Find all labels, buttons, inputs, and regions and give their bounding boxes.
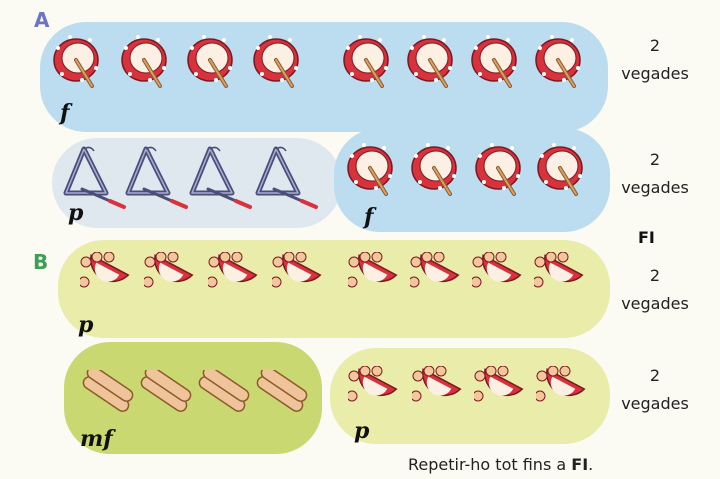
drum-icon <box>474 142 544 204</box>
row1-repeat: 2 vegades <box>610 32 700 88</box>
claves-icon <box>78 370 140 422</box>
section-a-label: A <box>34 8 49 32</box>
row2-left-dynamic: p <box>68 200 83 226</box>
tambourine-icon <box>348 252 404 304</box>
tambourine-icon <box>536 366 592 418</box>
drum-icon <box>346 142 416 204</box>
repeat-word: vegades <box>610 290 700 318</box>
tambourine-icon <box>272 252 328 304</box>
drum-icon <box>252 34 322 96</box>
footer-instruction: Repetir-ho tot fins a FI. <box>408 455 593 474</box>
drum-icon <box>406 34 476 96</box>
drum-icon <box>470 34 540 96</box>
repeat-word: vegades <box>610 390 700 418</box>
claves-icon <box>136 370 198 422</box>
row3-repeat: 2 vegades <box>610 262 700 318</box>
tambourine-icon <box>534 252 590 304</box>
triangle-icon <box>188 145 258 215</box>
claves-icon <box>252 370 314 422</box>
row2-repeat: 2 vegades <box>610 146 700 202</box>
tambourine-icon <box>474 366 530 418</box>
repeat-count: 2 <box>610 362 700 390</box>
row3-dynamic: p <box>78 312 93 338</box>
triangle-icon <box>254 145 324 215</box>
drum-icon <box>536 142 606 204</box>
drum-icon <box>52 34 122 96</box>
row1-dynamic: f <box>60 100 69 126</box>
tambourine-icon <box>144 252 200 304</box>
repeat-count: 2 <box>610 262 700 290</box>
tambourine-icon <box>410 252 466 304</box>
drum-icon <box>534 34 604 96</box>
section-b-label: B <box>33 250 48 274</box>
repeat-count: 2 <box>610 32 700 60</box>
triangle-icon <box>124 145 194 215</box>
fi-mark: FI <box>638 228 655 247</box>
row4-right-dynamic: p <box>354 418 369 444</box>
drum-icon <box>410 142 480 204</box>
row4-repeat: 2 vegades <box>610 362 700 418</box>
drum-icon <box>342 34 412 96</box>
row2-right-dynamic: f <box>364 204 373 230</box>
tambourine-icon <box>472 252 528 304</box>
drum-icon <box>120 34 190 96</box>
tambourine-icon <box>348 366 404 418</box>
tambourine-icon <box>412 366 468 418</box>
drum-icon <box>186 34 256 96</box>
repeat-count: 2 <box>610 146 700 174</box>
tambourine-icon <box>80 252 136 304</box>
repeat-word: vegades <box>610 60 700 88</box>
row4-left-dynamic: mf <box>80 426 113 452</box>
tambourine-icon <box>208 252 264 304</box>
claves-icon <box>194 370 256 422</box>
repeat-word: vegades <box>610 174 700 202</box>
